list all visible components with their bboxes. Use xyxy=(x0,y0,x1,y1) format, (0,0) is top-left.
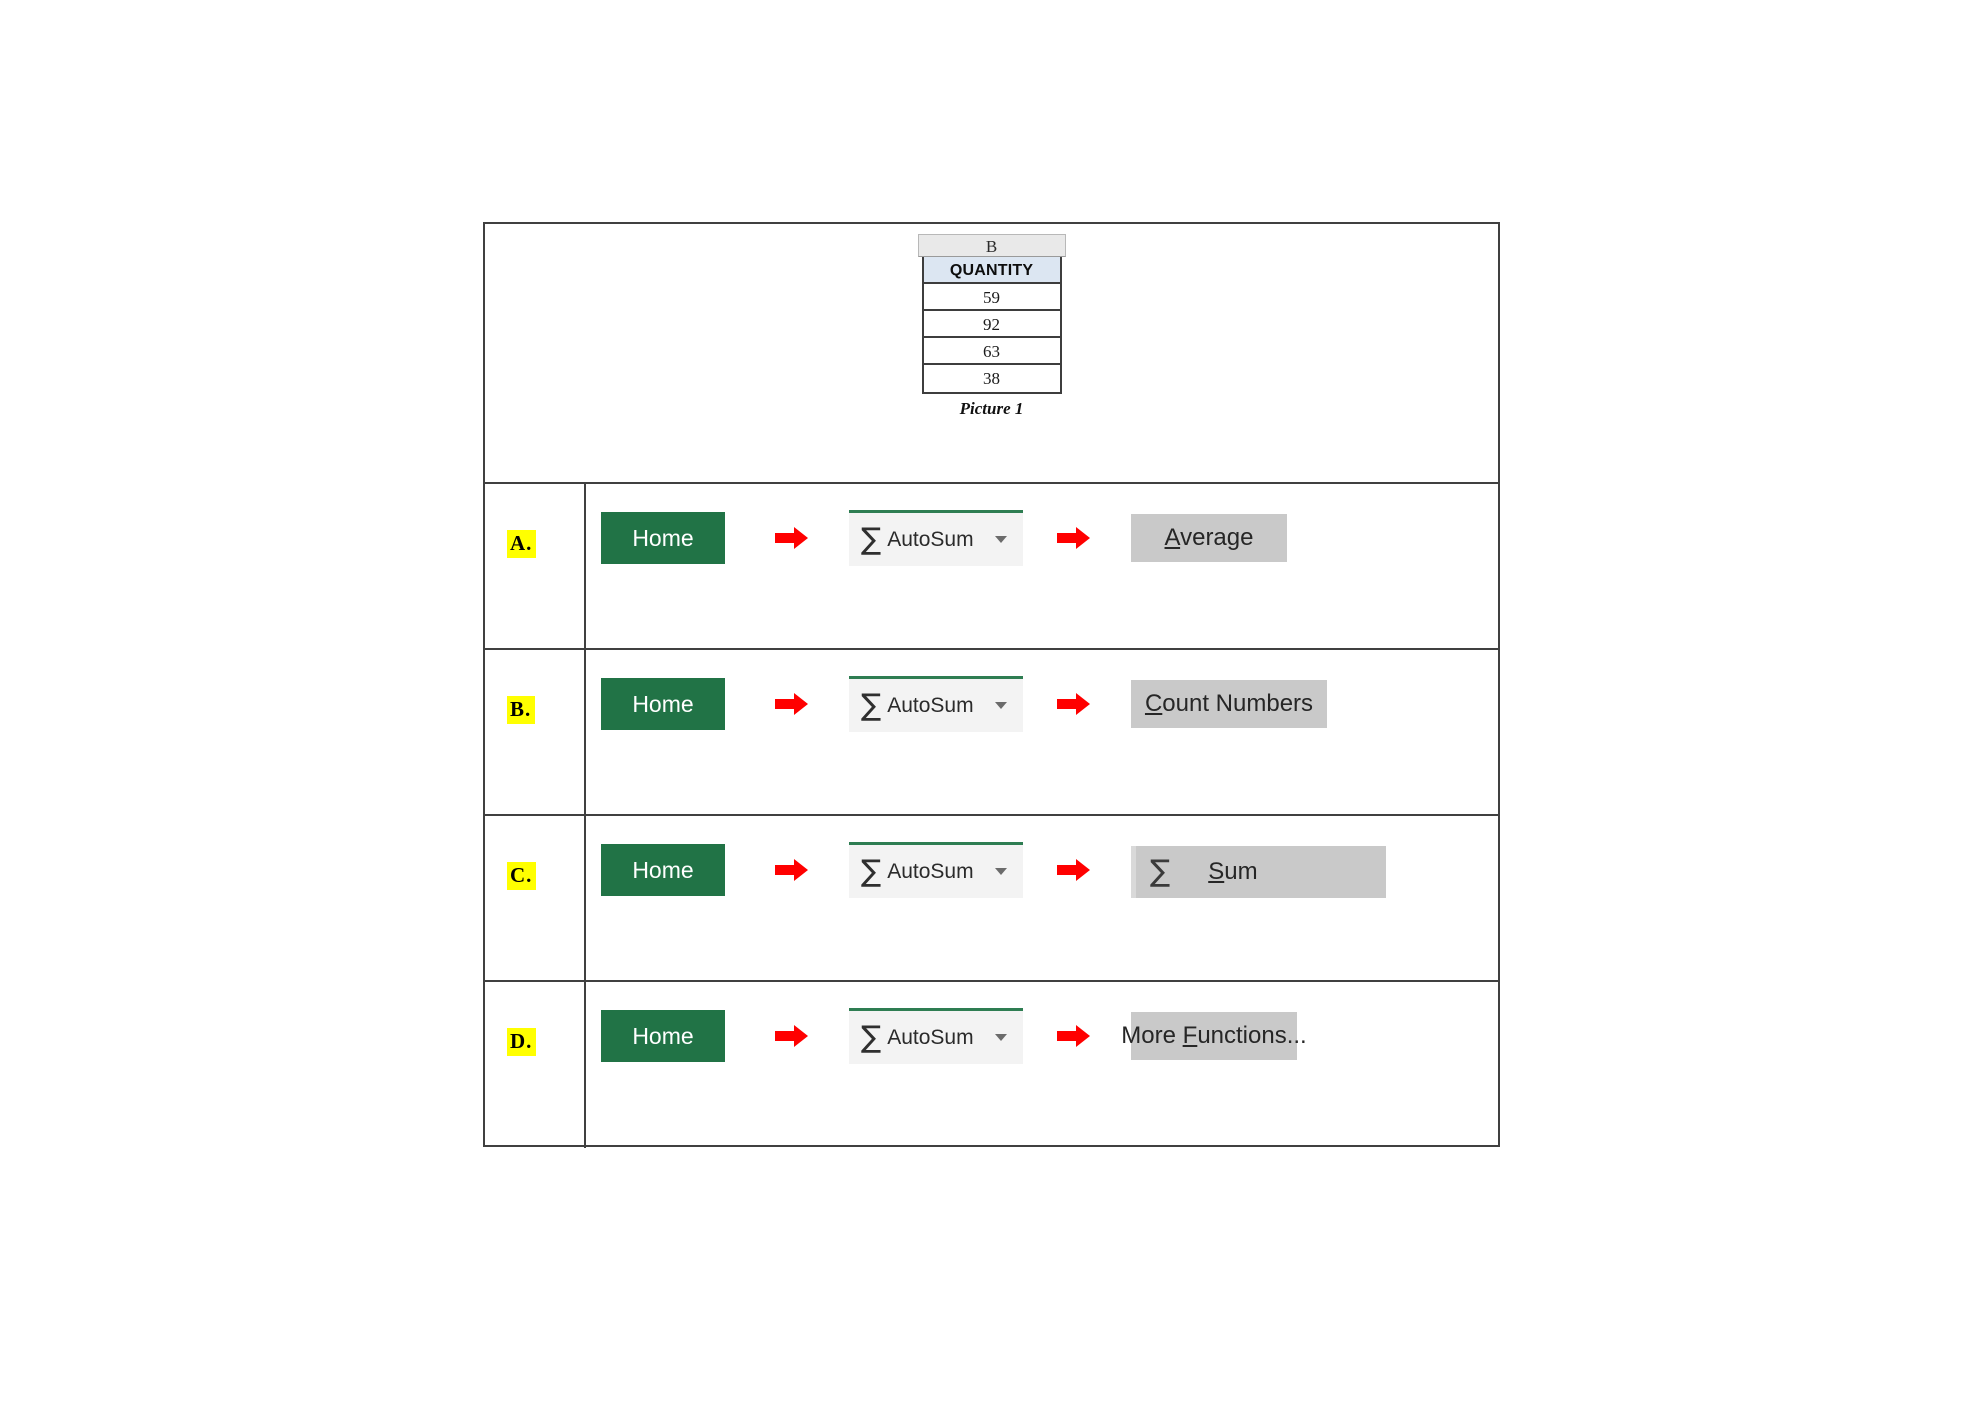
option-steps-c: Home ∑ AutoSum ∑ Sum xyxy=(586,816,1498,980)
option-row-a[interactable]: A. Home ∑ AutoSum Average xyxy=(485,484,1498,650)
cell-value: 38 xyxy=(923,365,1060,392)
menu-item-label-rest: verage xyxy=(1180,524,1254,551)
menu-item-label-rest: unctions... xyxy=(1197,1022,1307,1049)
chevron-down-icon[interactable] xyxy=(995,536,1007,543)
sigma-icon: ∑ xyxy=(861,521,882,557)
picture-row: B QUANTITY 59 92 63 38 Picture 1 xyxy=(485,224,1498,484)
chevron-down-icon[interactable] xyxy=(995,868,1007,875)
option-letter-a: A. xyxy=(507,530,537,558)
cell-value: 63 xyxy=(923,338,1060,365)
option-row-b[interactable]: B. Home ∑ AutoSum Count Numbers xyxy=(485,650,1498,816)
right-arrow-icon xyxy=(1055,1010,1093,1062)
autosum-label: AutoSum xyxy=(887,527,974,551)
home-tab-button[interactable]: Home xyxy=(601,512,725,564)
right-arrow-icon xyxy=(773,1010,811,1062)
right-arrow-icon xyxy=(1055,512,1093,564)
accelerator-letter: A xyxy=(1164,524,1181,551)
menu-item-sum[interactable]: ∑ Sum xyxy=(1131,846,1386,898)
menu-item-count-numbers[interactable]: Count Numbers xyxy=(1131,680,1327,728)
right-arrow-icon xyxy=(773,678,811,730)
option-row-d[interactable]: D. Home ∑ AutoSum More Functions... xyxy=(485,982,1498,1148)
sigma-icon: ∑ xyxy=(861,1019,882,1055)
accelerator-letter: F xyxy=(1182,1022,1198,1049)
right-arrow-icon xyxy=(773,512,811,564)
question-table: B QUANTITY 59 92 63 38 Picture 1 A. Home… xyxy=(483,222,1500,1148)
autosum-button[interactable]: ∑ AutoSum xyxy=(849,510,1023,566)
right-arrow-icon xyxy=(1055,844,1093,896)
cell-value: 92 xyxy=(923,311,1060,338)
menu-item-label: More Functions... xyxy=(1121,1022,1306,1050)
menu-item-label: Sum xyxy=(1208,858,1257,886)
option-label-cell-a: A. xyxy=(485,484,586,648)
menu-item-label-rest: um xyxy=(1224,858,1258,885)
accelerator-letter: S xyxy=(1208,858,1225,885)
menu-item-label-pre: More xyxy=(1121,1022,1183,1049)
accelerator-letter: C xyxy=(1144,690,1163,717)
option-row-c[interactable]: C. Home ∑ AutoSum ∑ Sum xyxy=(485,816,1498,982)
autosum-button[interactable]: ∑ AutoSum xyxy=(849,1008,1023,1064)
right-arrow-icon xyxy=(773,844,811,896)
autosum-button[interactable]: ∑ AutoSum xyxy=(849,842,1023,898)
chevron-down-icon[interactable] xyxy=(995,702,1007,709)
chevron-down-icon[interactable] xyxy=(995,1034,1007,1041)
autosum-label: AutoSum xyxy=(887,693,974,717)
picture-caption: Picture 1 xyxy=(959,399,1024,418)
cell-header-quantity: QUANTITY xyxy=(923,257,1060,284)
menu-item-average[interactable]: Average xyxy=(1131,514,1287,562)
cell-value: 59 xyxy=(923,284,1060,311)
autosum-label: AutoSum xyxy=(887,859,974,883)
menu-item-label: Average xyxy=(1165,524,1254,552)
option-steps-a: Home ∑ AutoSum Average xyxy=(586,484,1498,648)
sigma-icon: ∑ xyxy=(1150,854,1171,889)
option-steps-b: Home ∑ AutoSum Count Numbers xyxy=(586,650,1498,814)
option-label-cell-d: D. xyxy=(485,982,586,1148)
home-tab-button[interactable]: Home xyxy=(601,844,725,896)
sigma-icon: ∑ xyxy=(861,687,882,723)
home-tab-button[interactable]: Home xyxy=(601,1010,725,1062)
spreadsheet-cells: QUANTITY 59 92 63 38 xyxy=(921,257,1062,394)
autosum-button[interactable]: ∑ AutoSum xyxy=(849,676,1023,732)
menu-item-label: Count Numbers xyxy=(1145,690,1313,718)
menu-item-more-functions[interactable]: More Functions... xyxy=(1121,1012,1307,1060)
spreadsheet-fragment: B QUANTITY 59 92 63 38 Picture 1 xyxy=(917,234,1066,419)
option-letter-d: D. xyxy=(507,1028,537,1056)
column-header-b: B xyxy=(917,234,1066,257)
right-arrow-icon xyxy=(1055,678,1093,730)
autosum-label: AutoSum xyxy=(887,1025,974,1049)
sigma-icon: ∑ xyxy=(861,853,882,889)
home-tab-button[interactable]: Home xyxy=(601,678,725,730)
option-steps-d: Home ∑ AutoSum More Functions... xyxy=(586,982,1498,1148)
option-letter-c: C. xyxy=(507,862,537,890)
option-letter-b: B. xyxy=(507,696,536,724)
option-label-cell-c: C. xyxy=(485,816,586,980)
menu-item-label-rest: ount Numbers xyxy=(1162,690,1314,717)
option-label-cell-b: B. xyxy=(485,650,586,814)
